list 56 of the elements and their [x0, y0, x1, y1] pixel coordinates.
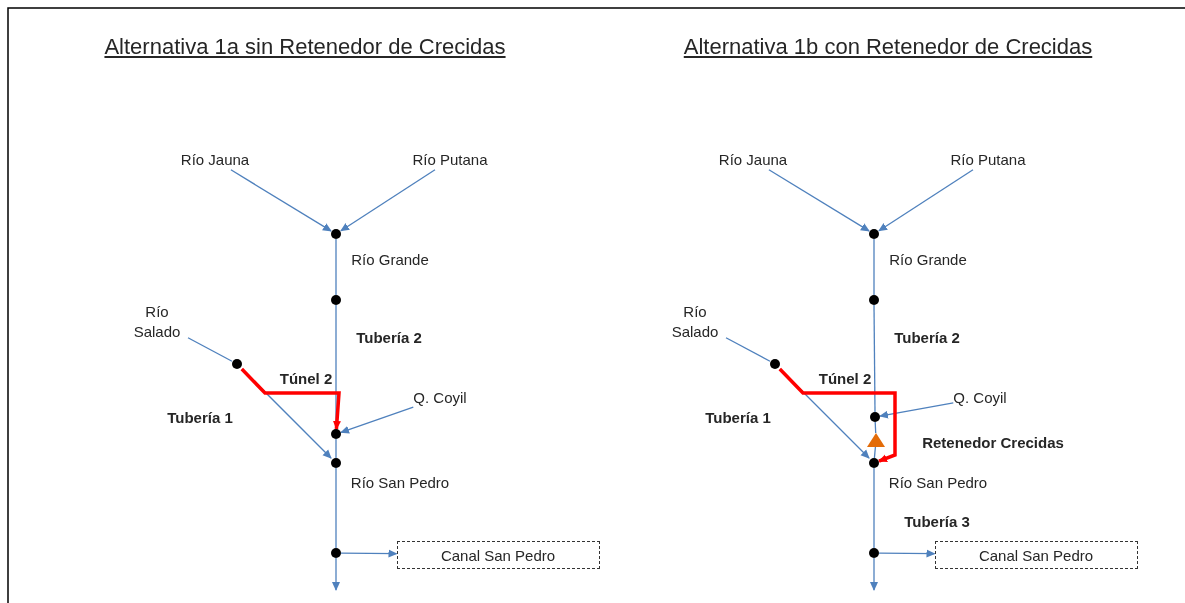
river-line [725, 337, 771, 362]
river-name: Río San Pedro [350, 473, 450, 493]
junction-dot [331, 548, 341, 558]
pipe-label: Tubería 2 [894, 328, 960, 348]
river-name: Río Salado [664, 301, 726, 341]
river-line [873, 304, 876, 413]
heading: Alternativa 1b con Retenedor de Crecidas [683, 34, 1093, 60]
river-name: Río Grande [351, 250, 429, 270]
river-line [335, 238, 337, 296]
river-name: Río Salado [126, 301, 188, 341]
river-line [878, 549, 936, 558]
junction-dot [870, 412, 880, 422]
junction-dot [869, 458, 879, 468]
junction-dot [869, 229, 879, 239]
river-name: Río Putana [950, 150, 1026, 170]
river-name: Río Jauna [180, 150, 250, 170]
junction-dot [331, 295, 341, 305]
river-line [878, 169, 974, 232]
dam-triangle [867, 433, 885, 447]
river-name: Río Putana [412, 150, 488, 170]
junction-dot [331, 458, 341, 468]
river-line [332, 557, 340, 591]
junction-dot [869, 548, 879, 558]
river-line [873, 467, 875, 549]
pipe-label: Tubería 3 [904, 512, 970, 532]
river-line [335, 467, 337, 549]
river-line [340, 406, 414, 434]
river-name: Q. Coyil [953, 388, 1007, 408]
pipe-label: Tubería 1 [167, 408, 233, 428]
river-line [340, 169, 436, 232]
junction-dot [770, 359, 780, 369]
canal-box: Canal San Pedro [396, 541, 600, 569]
river-name: Río Grande [889, 250, 967, 270]
pipe-label: Tubería 1 [705, 408, 771, 428]
river-line [768, 169, 870, 232]
junction-dot [331, 429, 341, 439]
pipe-label: Tubería 2 [356, 328, 422, 348]
tunnel-arrow [778, 367, 897, 463]
river-line [187, 337, 233, 362]
river-line [335, 438, 337, 459]
junction-dot [869, 295, 879, 305]
river-line [873, 238, 875, 296]
river-line [879, 402, 954, 419]
junction-dot [331, 229, 341, 239]
river-line [873, 446, 877, 459]
pipe-label: Retenedor Crecidas [922, 433, 1064, 453]
tunnel-arrow [240, 367, 341, 430]
river-name: Q. Coyil [413, 388, 467, 408]
junction-dot [232, 359, 242, 369]
canal-box: Canal San Pedro [934, 541, 1138, 569]
river-name: Río San Pedro [888, 473, 988, 493]
river-line [230, 169, 332, 232]
river-line [340, 549, 398, 558]
river-name: Río Jauna [718, 150, 788, 170]
river-line [870, 557, 878, 591]
heading: Alternativa 1a sin Retenedor de Crecidas [104, 34, 506, 60]
